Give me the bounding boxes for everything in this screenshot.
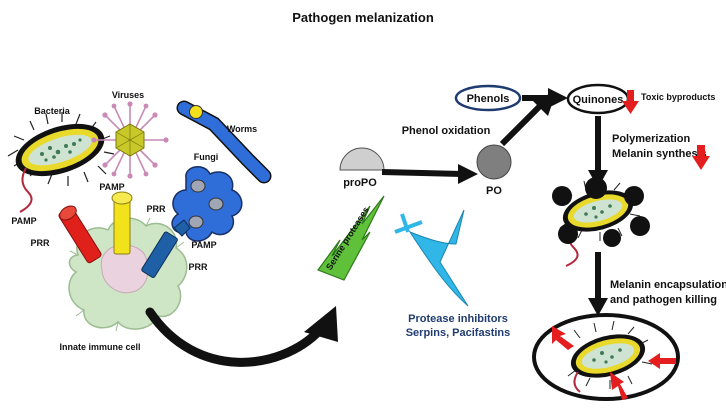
diagram-title: Pathogen melanization [292,10,434,25]
propo-to-po-arrow [381,164,478,184]
encapsulation-label-line2: and pathogen killing [610,294,717,306]
bacteria-icon [7,112,115,213]
phenols-label: Phenols [467,93,510,105]
encapsulation-label-line1: Melanin encapsulation [610,279,726,291]
innate-immune-cell-label: Innate immune cell [59,342,140,352]
serpins-pacifastins-label: Serpins, Pacifastins [406,327,511,339]
po-shape [476,144,512,180]
phenol-oxidation-label: Phenol oxidation [402,125,491,137]
pamp-label-navy: PAMP [191,240,216,250]
protease-inhibitors-label: Protease inhibitors [408,313,508,325]
melanized-bacterium-icon [552,177,650,267]
fungi-label: Fungi [194,152,219,162]
melanin-synthesis-label: Melanin synthesis [612,148,707,160]
toxic-down-arrow [622,90,639,114]
toxic-byproducts-label: Toxic byproducts [641,92,715,102]
yellow-prr-receptor [111,191,133,255]
worms-label: Worms [227,124,257,134]
prr-label-red: PRR [30,238,50,248]
melanin-down-arrow [692,145,710,170]
serine-proteases-bolt: Serine proteases [317,195,385,281]
navy-prr-receptor [141,219,191,278]
phenols-oval [454,84,522,112]
bacteria-label: Bacteria [34,106,71,116]
red-prr-receptor [58,205,102,264]
protease-inhibitor-symbol [394,209,469,307]
quinones-label: Quinones [573,94,624,106]
prr-label-navy: PRR [188,262,208,272]
po-label: PO [486,185,502,197]
polymerization-label: Polymerization [612,133,691,145]
encapsulated-pathogen-icon [532,313,680,401]
activation-curved-arrow [145,306,338,367]
pamp-label-yellow: PAMP [99,182,124,192]
propo-label: proPO [343,177,377,189]
propo-shape [339,147,385,171]
pamp-label-red: PAMP [11,216,36,226]
viruses-label: Viruses [112,90,144,100]
fungi-icon [171,166,243,242]
phenols-to-quinones-arrow [522,88,568,108]
prr-label-yellow: PRR [146,204,166,214]
worm-icon [176,100,272,184]
virus-icon [91,101,169,179]
melanin-to-encapsulation-arrow [588,252,608,316]
